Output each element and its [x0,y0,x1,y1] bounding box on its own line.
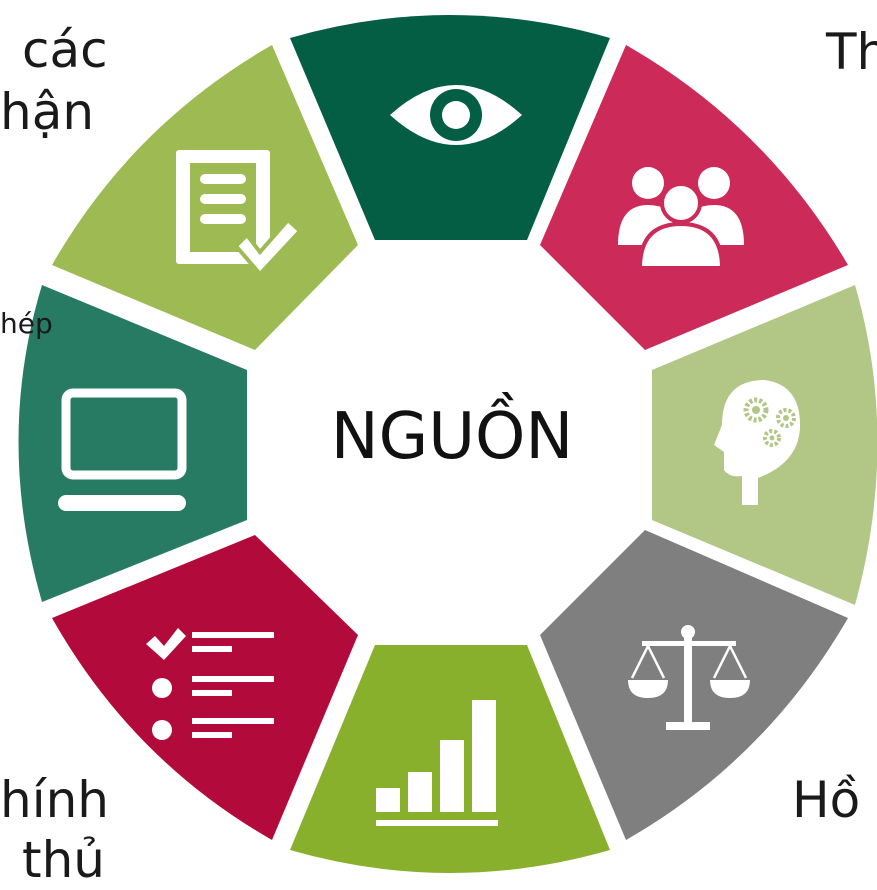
label-top-right: Th [826,23,877,81]
segment-left [18,285,247,602]
center-label: NGUỒN [330,400,574,474]
label-top-left-line1: các [22,21,108,79]
label-bottom-left-line2: thủ [22,831,105,889]
checklist-icon [146,628,274,740]
bar-chart-icon [376,700,498,826]
segment-bottom-right [540,530,848,840]
laptop-icon [58,388,187,511]
scales-icon [628,625,750,730]
label-bottom-left-line1: hính [0,771,109,829]
people-group-icon [618,167,744,270]
label-top-left-line2: hận [0,83,95,141]
segment-bottom-left [52,535,358,840]
head-gears-icon [714,380,800,505]
eye-icon [390,85,522,145]
label-left: hép [0,307,53,340]
label-bottom-right: Hồ [792,771,861,829]
document-check-icon [176,150,303,278]
